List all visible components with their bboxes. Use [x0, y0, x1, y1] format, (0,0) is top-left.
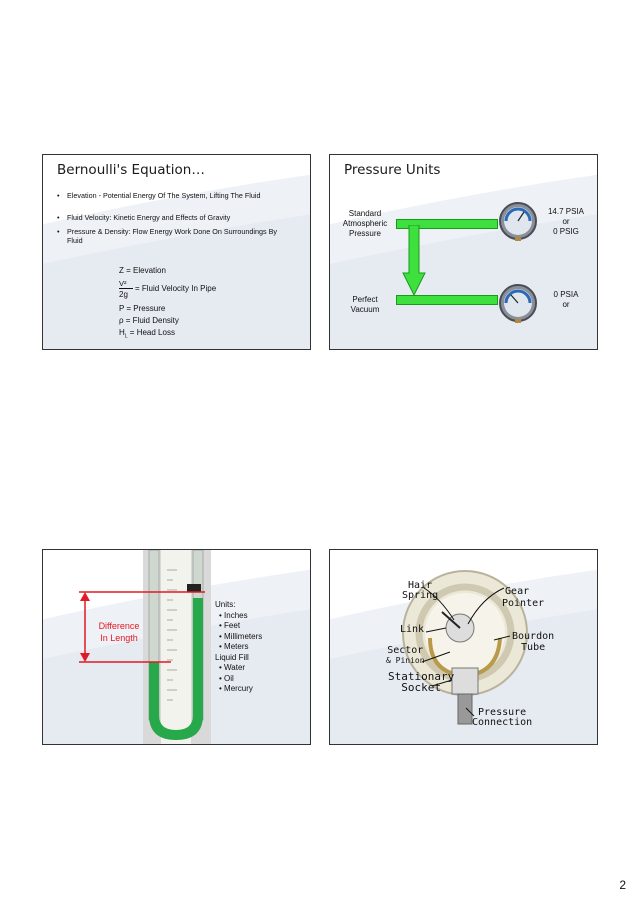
slide-background-swoosh — [43, 174, 310, 349]
equation-head-loss: HL = Head Loss — [119, 328, 175, 340]
atmospheric-bar — [396, 219, 498, 229]
equation-density: ρ = Fluid Density — [119, 316, 179, 325]
units-list: Units: • Inches • Feet • Millimeters • M… — [215, 600, 263, 693]
page-number: 2 — [619, 878, 626, 892]
pressure-gauge-icon — [499, 202, 537, 241]
bullet-item: •Elevation - Potential Energy Of The Sys… — [57, 191, 261, 200]
vacuum-bar — [396, 295, 498, 305]
bullet-item: •Fluid Velocity: Kinetic Energy and Effe… — [57, 213, 231, 222]
slide-background-swoosh — [330, 174, 597, 349]
u-tube-manometer-icon — [143, 550, 211, 744]
equation-pressure: P = Pressure — [119, 304, 166, 313]
slide-bernoulli: Bernoulli's Equation… •Elevation - Poten… — [42, 154, 311, 350]
slide-title: Bernoulli's Equation… — [57, 162, 205, 178]
sector-pinion-label: Sector& Pinion — [386, 645, 425, 666]
bullet-item: •Pressure & Density: Flow Energy Work Do… — [57, 227, 277, 245]
vacuum-gauge-icon — [499, 284, 537, 323]
equation-z: Z = Elevation — [119, 266, 166, 275]
down-arrow-icon — [402, 225, 426, 297]
equation-velocity: V² 2g = Fluid Velocity In Pipe — [119, 279, 217, 299]
bourdon-gauge-mechanism-icon — [402, 570, 528, 725]
difference-arrow-icon — [79, 591, 205, 663]
link-label: Link — [400, 624, 425, 635]
slide-title: Pressure Units — [344, 162, 441, 178]
